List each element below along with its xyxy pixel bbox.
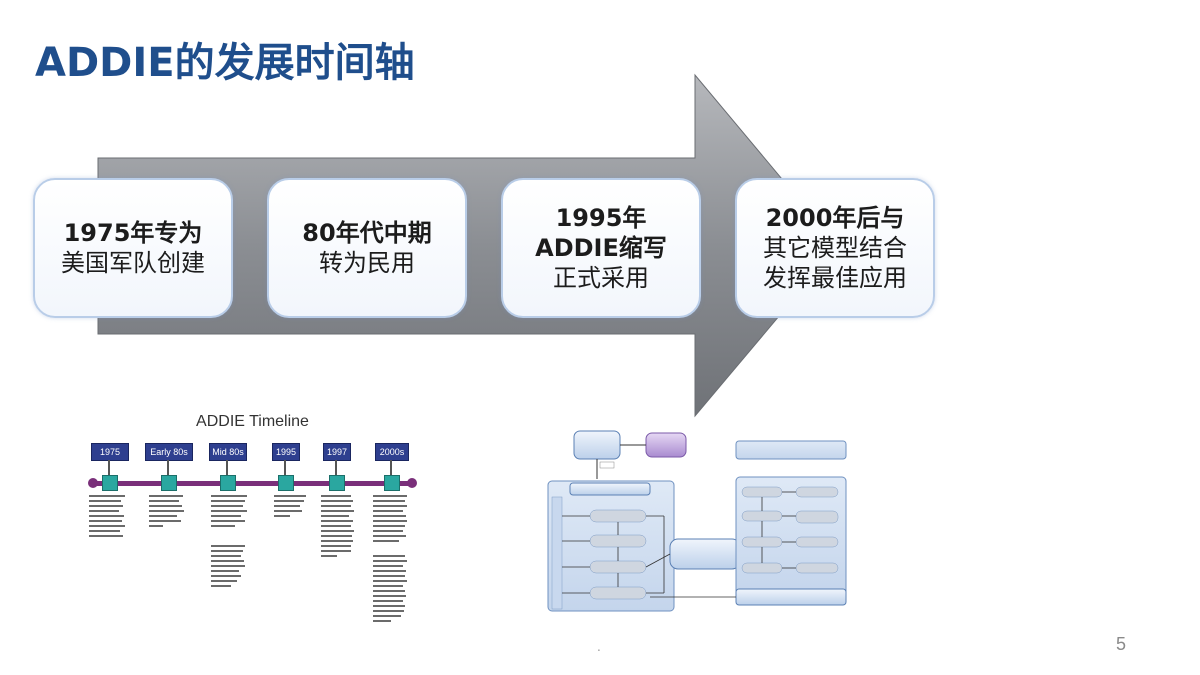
timeline-stem	[335, 460, 337, 476]
stage-1975-line2: 美国军队创建	[61, 249, 205, 277]
stage-80s-line2: 转为民用	[319, 249, 415, 277]
slide-title: ADDIE的发展时间轴	[35, 40, 415, 86]
stage-1975-line1: 1975年专为	[63, 219, 203, 247]
timeline-label-1975: 1975	[91, 443, 129, 461]
page-number: 5	[1116, 634, 1127, 654]
timeline-right-cap	[407, 478, 417, 488]
stage-80s-line1: 80年代中期	[302, 219, 432, 247]
timeline-label-mid-80s: Mid 80s	[209, 443, 247, 461]
stage-1995-line2: ADDIE缩写	[535, 234, 667, 262]
timeline-stem	[167, 460, 169, 476]
timeline-label-1997: 1997	[323, 443, 351, 461]
stage-1995-line3: 正式采用	[553, 264, 649, 292]
timeline-bar	[93, 481, 413, 486]
timeline-stem	[226, 460, 228, 476]
addie-timeline-title: ADDIE Timeline	[196, 413, 309, 430]
timeline-node	[329, 475, 345, 491]
timeline-node	[278, 475, 294, 491]
timeline-node	[102, 475, 118, 491]
timeline-stem	[284, 460, 286, 476]
timeline-label-1995: 1995	[272, 443, 300, 461]
addie-timeline-image: ADDIE Timeline 1975 Early 80s Mid 80s 19…	[85, 405, 420, 635]
stage-1995-line1: 1995年	[555, 204, 647, 232]
timeline-left-cap	[88, 478, 98, 488]
stage-box-80s: 80年代中期 转为民用	[267, 178, 467, 318]
stage-2000-line1: 2000年后与	[765, 204, 905, 232]
model-diagram	[547, 430, 847, 612]
timeline-stem	[390, 460, 392, 476]
stage-box-2000: 2000年后与 其它模型结合 发挥最佳应用	[735, 178, 935, 318]
stage-box-1995: 1995年 ADDIE缩写 正式采用	[501, 178, 701, 318]
footer-dot: .	[597, 640, 601, 654]
timeline-stem	[108, 460, 110, 476]
timeline-label-2000s: 2000s	[375, 443, 409, 461]
stage-2000-line3: 发挥最佳应用	[763, 264, 907, 292]
timeline-descriptions	[89, 495, 407, 622]
stage-box-1975: 1975年专为 美国军队创建	[33, 178, 233, 318]
timeline-node	[384, 475, 400, 491]
stage-2000-line2: 其它模型结合	[763, 234, 907, 262]
timeline-label-early-80s: Early 80s	[145, 443, 193, 461]
timeline-node	[220, 475, 236, 491]
timeline-node	[161, 475, 177, 491]
model-diagram-image	[540, 425, 855, 620]
